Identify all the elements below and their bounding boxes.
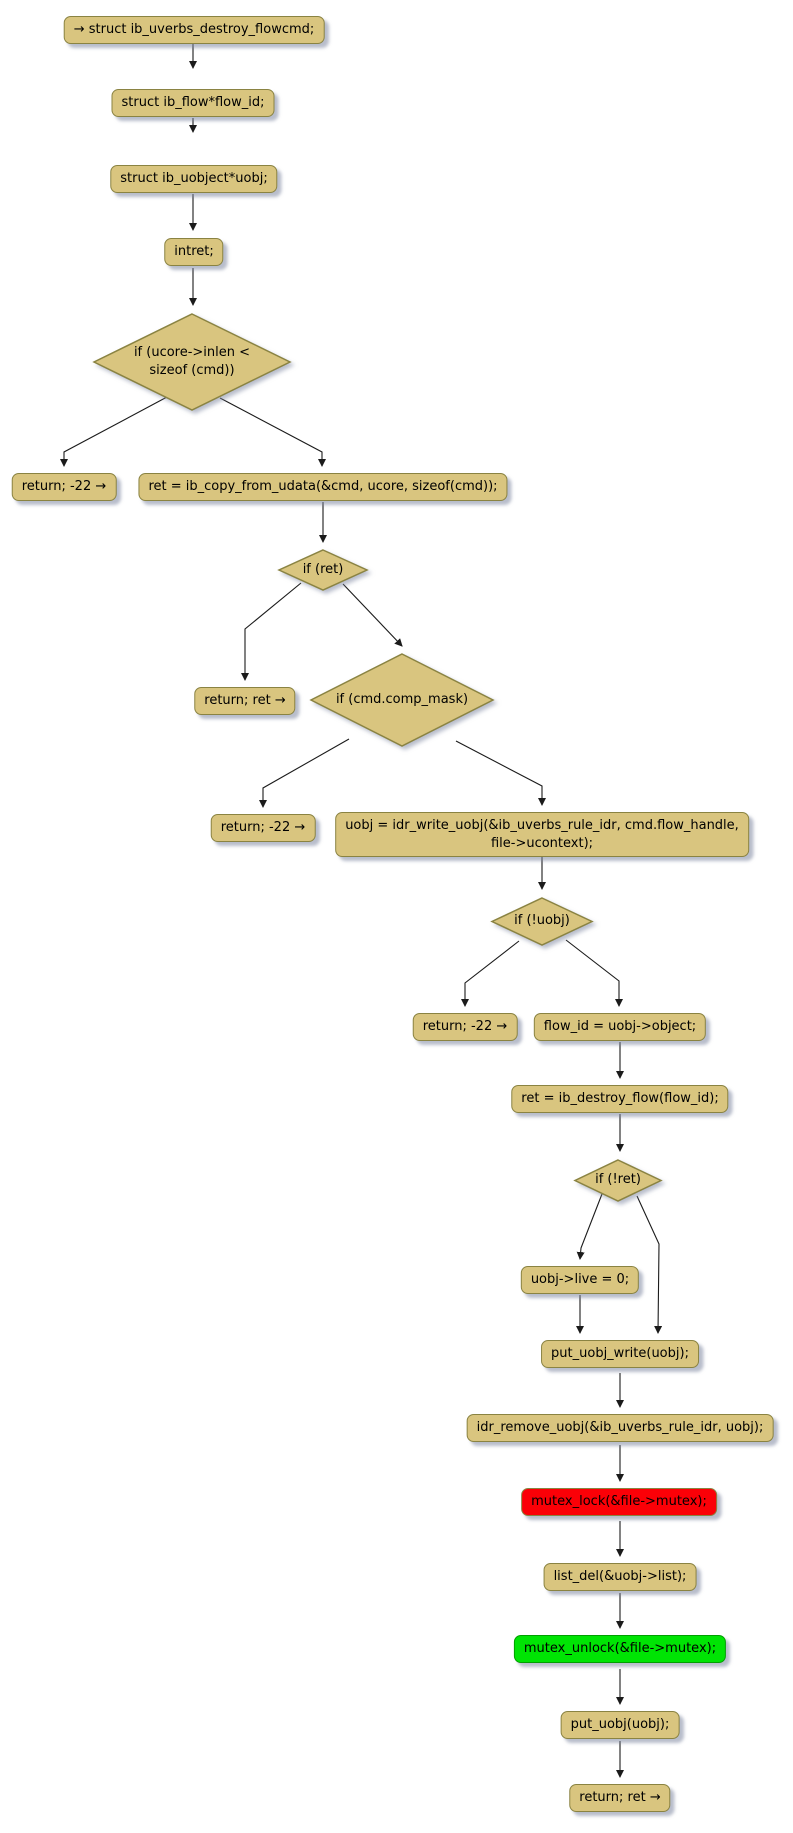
edge-condnotret-uobjlive <box>576 1193 603 1260</box>
edge-condnotret-putuobjwrite <box>636 1195 663 1334</box>
decision-uobj-null: if (!uobj) <box>490 896 594 947</box>
decision-ret-check: if (ret) <box>277 548 369 592</box>
decision-comp-mask: if (cmd.comp_mask) <box>309 652 495 748</box>
edge-condcompmask-idrwrite <box>455 740 546 806</box>
node-mutex-lock: mutex_lock(&file->mutex); <box>521 1488 717 1516</box>
edge-condinlen-copyudata <box>219 397 326 467</box>
node-flow-id-assign: flow_id = uobj->object; <box>533 1013 707 1041</box>
node-put-uobj: put_uobj(uobj); <box>560 1711 680 1739</box>
node-return-inval-1: return; -22 → <box>11 473 117 501</box>
diamond-shape <box>573 1159 663 1202</box>
node-return-inval-3: return; -22 → <box>412 1013 518 1041</box>
node-return-inval-2: return; -22 → <box>210 814 316 842</box>
decision-uobj-null-label: if (!uobj) <box>514 913 570 929</box>
decision-inlen-label: if (ucore->inlen < sizeof (cmd)) <box>133 344 251 378</box>
diamond-shape <box>490 897 594 946</box>
node-return-ret-1: return; ret → <box>194 687 296 715</box>
edge-condret-returnret1 <box>241 582 302 681</box>
node-return-ret-2: return; ret → <box>569 1784 671 1812</box>
edge-condinlen-returninval1 <box>60 396 168 467</box>
edge-condcompmask-returninval2 <box>259 738 350 808</box>
node-decl-uobj: struct ib_uobject*uobj; <box>110 165 278 193</box>
decision-not-ret: if (!ret) <box>573 1158 663 1203</box>
edge-condret-condcompmask <box>342 583 403 647</box>
diamond-shape <box>309 653 495 747</box>
decision-not-ret-label: if (!ret) <box>595 1172 641 1188</box>
node-idr-remove-uobj: idr_remove_uobj(&ib_uverbs_rule_idr, uob… <box>466 1414 774 1442</box>
diamond-shape <box>92 313 292 411</box>
node-decl-flow-id: struct ib_flow*flow_id; <box>111 89 275 117</box>
node-decl-ret: intret; <box>164 238 224 266</box>
node-uobj-live: uobj->live = 0; <box>520 1266 640 1294</box>
node-copy-udata: ret = ib_copy_from_udata(&cmd, ucore, si… <box>138 473 508 501</box>
node-put-uobj-write: put_uobj_write(uobj); <box>541 1340 699 1368</box>
decision-comp-mask-label: if (cmd.comp_mask) <box>335 691 469 707</box>
node-list-del: list_del(&uobj->list); <box>543 1563 697 1591</box>
node-start: → struct ib_uverbs_destroy_flowcmd; <box>63 16 325 44</box>
node-mutex-unlock: mutex_unlock(&file->mutex); <box>513 1635 727 1663</box>
diamond-shape <box>277 549 369 591</box>
node-idr-write-uobj: uobj = idr_write_uobj(&ib_uverbs_rule_id… <box>335 812 749 858</box>
node-destroy-flow: ret = ib_destroy_flow(flow_id); <box>511 1085 729 1113</box>
edge-conduobj-returninval3 <box>461 940 520 1007</box>
decision-ret-label: if (ret) <box>302 561 344 577</box>
edge-conduobj-flowidassign <box>565 939 623 1007</box>
decision-inlen-check: if (ucore->inlen < sizeof (cmd)) <box>92 312 292 412</box>
